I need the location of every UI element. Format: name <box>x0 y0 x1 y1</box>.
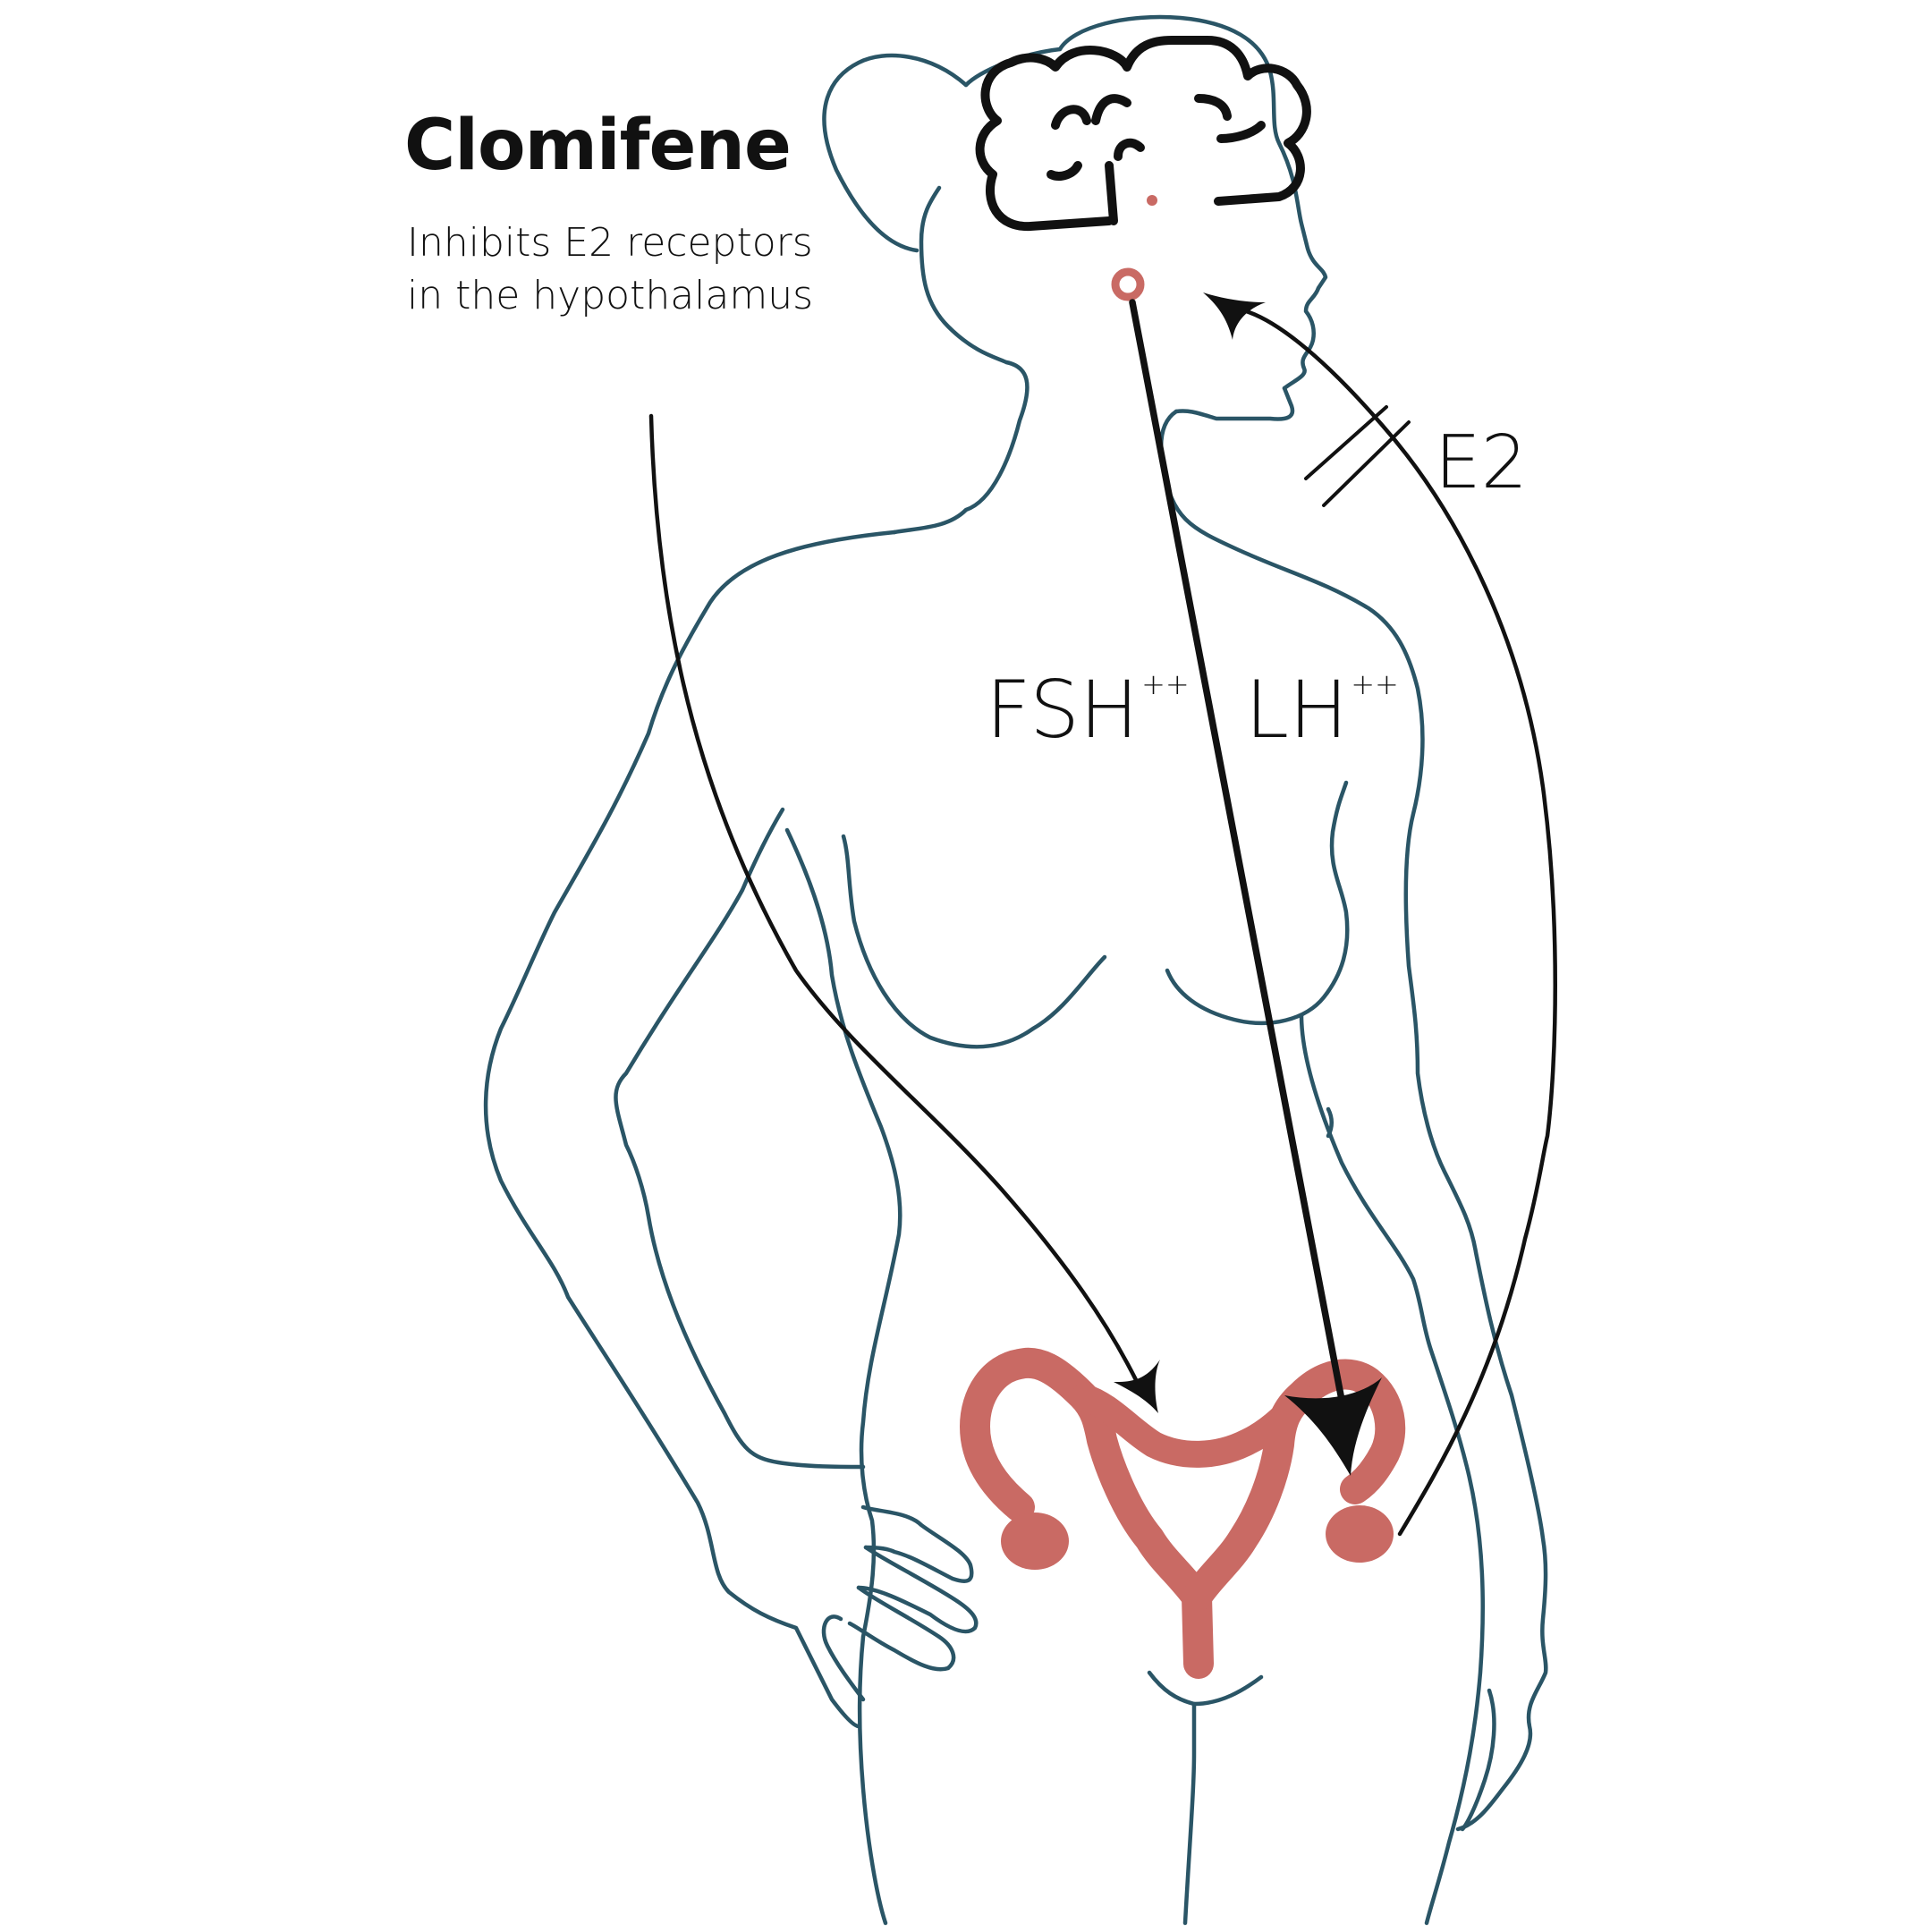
e2-feedback-arrow-line <box>1232 306 1557 1537</box>
arrowheads <box>1114 292 1382 1476</box>
e2-block-mark-2 <box>1322 420 1411 507</box>
clomifene-arrow-line <box>648 413 1143 1392</box>
arrows <box>648 299 1557 1537</box>
gonadotropin-arrowhead <box>1284 1377 1382 1476</box>
hypothalamus-receptor-icon <box>1111 267 1145 301</box>
e2-block-mark-1 <box>1304 405 1388 480</box>
lh-text: LH <box>1245 664 1349 756</box>
subtitle-line-2: in the hypothalamus <box>407 273 814 318</box>
ovaries <box>1001 1505 1394 1570</box>
gonadotropin-arrow-line <box>1129 299 1345 1403</box>
e2-label: E2 <box>1435 420 1528 505</box>
fsh-text: FSH <box>986 664 1140 756</box>
fsh-superscript: ++ <box>1141 667 1190 701</box>
brain-icon <box>975 36 1311 232</box>
left-ovary <box>1001 1513 1069 1570</box>
brain-dot <box>1147 195 1157 206</box>
lh-superscript: ++ <box>1351 667 1399 701</box>
uterus-icon <box>960 1347 1406 1679</box>
subtitle-line-1: Inhibits E2 receptors <box>407 220 813 266</box>
page-title: Clomifene <box>404 106 792 186</box>
e2-arrowhead <box>1203 292 1266 340</box>
clomifene-arrowhead <box>1114 1360 1160 1413</box>
lh-label: LH++ <box>1245 664 1399 756</box>
fsh-label: FSH++ <box>986 664 1190 756</box>
right-ovary <box>1326 1505 1394 1563</box>
